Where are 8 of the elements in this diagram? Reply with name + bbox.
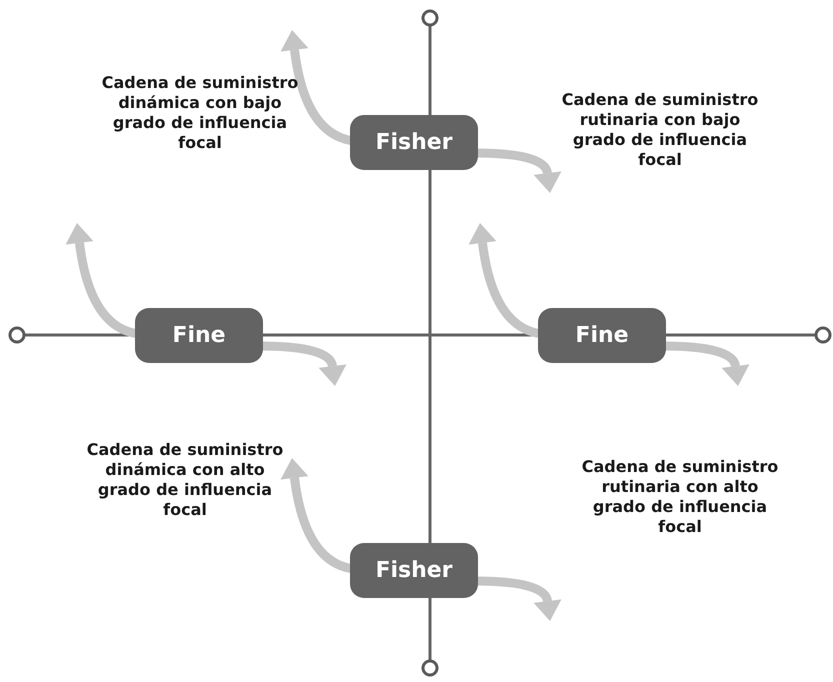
- axis-label-box: Fine: [135, 308, 263, 363]
- quadrant-label: Cadena de suministro dinámica con bajo grado de influencia focal: [100, 73, 300, 153]
- quadrant-label: Cadena de suministro rutinaria con bajo grado de influencia focal: [560, 90, 760, 170]
- axis-label-box: Fisher: [350, 115, 478, 170]
- quadrant-label: Cadena de suministro rutinaria con alto grado de influencia focal: [580, 457, 780, 537]
- axis-label-box: Fine: [538, 308, 666, 363]
- axis-label-box: Fisher: [350, 543, 478, 598]
- quadrant-label: Cadena de suministro dinámica con alto grado de influencia focal: [86, 440, 284, 520]
